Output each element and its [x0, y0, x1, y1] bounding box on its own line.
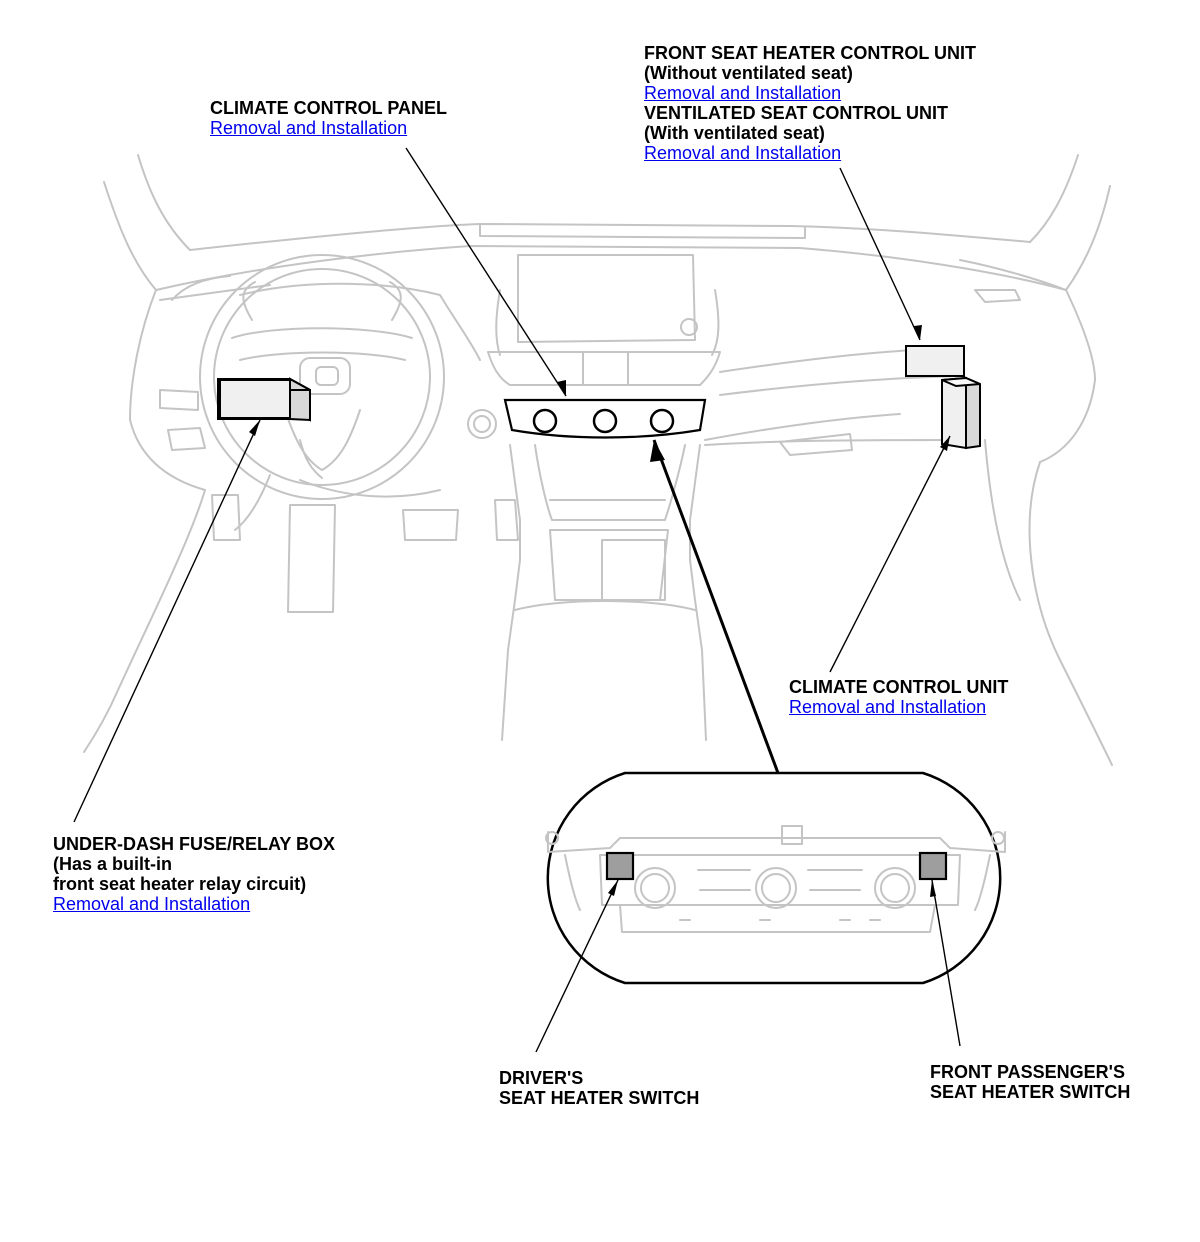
callout-title: UNDER-DASH FUSE/RELAY BOX — [53, 834, 336, 854]
callout-note: front seat heater relay circuit) — [53, 874, 307, 894]
leader-arrowheads — [249, 325, 950, 897]
passenger-seat-heater-switch — [918, 851, 948, 881]
leader-lines — [73, 147, 961, 1053]
driver-seat-heater-switch — [605, 851, 635, 881]
callout-passenger-seat-heater-switch: FRONT PASSENGER'S SEAT HEATER SWITCH — [930, 1062, 1130, 1102]
front-seat-heater-control-unit — [905, 345, 965, 377]
dashboard-outline — [83, 154, 1113, 766]
callout-line: SEAT HEATER SWITCH — [930, 1082, 1131, 1102]
climate-control-unit — [941, 376, 981, 450]
climate-control-panel-dash — [503, 398, 707, 439]
callout-note: (With ventilated seat) — [644, 123, 825, 143]
callout-note: (Without ventilated seat) — [644, 63, 853, 83]
removal-installation-link[interactable]: Removal and Installation — [789, 697, 987, 717]
callout-climate-control-panel: CLIMATE CONTROL PANEL Removal and Instal… — [210, 98, 447, 138]
callout-title: FRONT SEAT HEATER CONTROL UNIT — [644, 43, 976, 63]
callout-front-seat-heater-unit: FRONT SEAT HEATER CONTROL UNIT (Without … — [644, 43, 976, 163]
callout-note: (Has a built-in — [53, 854, 173, 874]
removal-installation-link[interactable]: Removal and Installation — [644, 143, 842, 163]
under-dash-fuse-relay-box — [217, 377, 311, 422]
callout-title: VENTILATED SEAT CONTROL UNIT — [644, 103, 948, 123]
callout-driver-seat-heater-switch: DRIVER'S SEAT HEATER SWITCH — [499, 1068, 699, 1108]
removal-installation-link[interactable]: Removal and Installation — [210, 118, 408, 138]
removal-installation-link[interactable]: Removal and Installation — [53, 894, 251, 914]
callout-line: FRONT PASSENGER'S — [930, 1062, 1125, 1082]
callout-line: DRIVER'S — [499, 1068, 584, 1088]
callout-climate-control-unit: CLIMATE CONTROL UNIT Removal and Install… — [789, 677, 1008, 717]
climate-panel-detail-inset — [545, 771, 1006, 985]
callout-title: CLIMATE CONTROL PANEL — [210, 98, 447, 118]
removal-installation-link[interactable]: Removal and Installation — [644, 83, 842, 103]
callout-line: SEAT HEATER SWITCH — [499, 1088, 700, 1108]
callout-under-dash-fuse-box: UNDER-DASH FUSE/RELAY BOX (Has a built-i… — [53, 834, 335, 914]
callout-title: CLIMATE CONTROL UNIT — [789, 677, 1009, 697]
